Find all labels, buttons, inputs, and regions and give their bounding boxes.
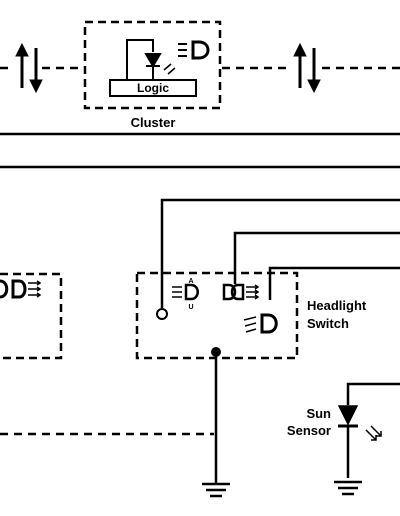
led-icon — [126, 39, 176, 80]
switch-wires — [160, 198, 400, 308]
photodiode-icon — [337, 405, 382, 478]
logic-block — [109, 79, 197, 97]
ground-icon — [202, 352, 230, 498]
cluster-outline — [83, 20, 222, 110]
auto-marker-top: A — [188, 278, 193, 285]
logic-label: Logic — [137, 81, 169, 95]
headlight-switch-label-line1: Headlight — [307, 298, 367, 313]
headlamp-high-beam-icon — [243, 313, 278, 334]
ground-icon — [334, 480, 362, 496]
cluster-label: Cluster — [131, 115, 176, 130]
parking-lamp-icon — [0, 279, 42, 299]
headlamp-low-beam-icon — [178, 40, 210, 60]
bidirectional-arrow-icon — [293, 42, 321, 94]
terminal-icon — [156, 308, 168, 320]
lamp-module-left-outline — [0, 272, 63, 360]
headlamp-auto-icon — [172, 283, 199, 301]
headlight-switch-label-line2: Switch — [307, 316, 349, 331]
cluster-module: Logic Cluster — [83, 20, 222, 130]
auto-marker-bottom: U — [188, 304, 193, 311]
parking-lamp-icon — [222, 283, 260, 301]
sun-sensor-label-line2: Sensor — [287, 423, 331, 438]
sun-sensor — [334, 382, 400, 496]
sun-sensor-label-line1: Sun — [306, 406, 331, 421]
lamp-module-left — [0, 272, 63, 360]
bidirectional-arrow-icon — [15, 42, 43, 94]
